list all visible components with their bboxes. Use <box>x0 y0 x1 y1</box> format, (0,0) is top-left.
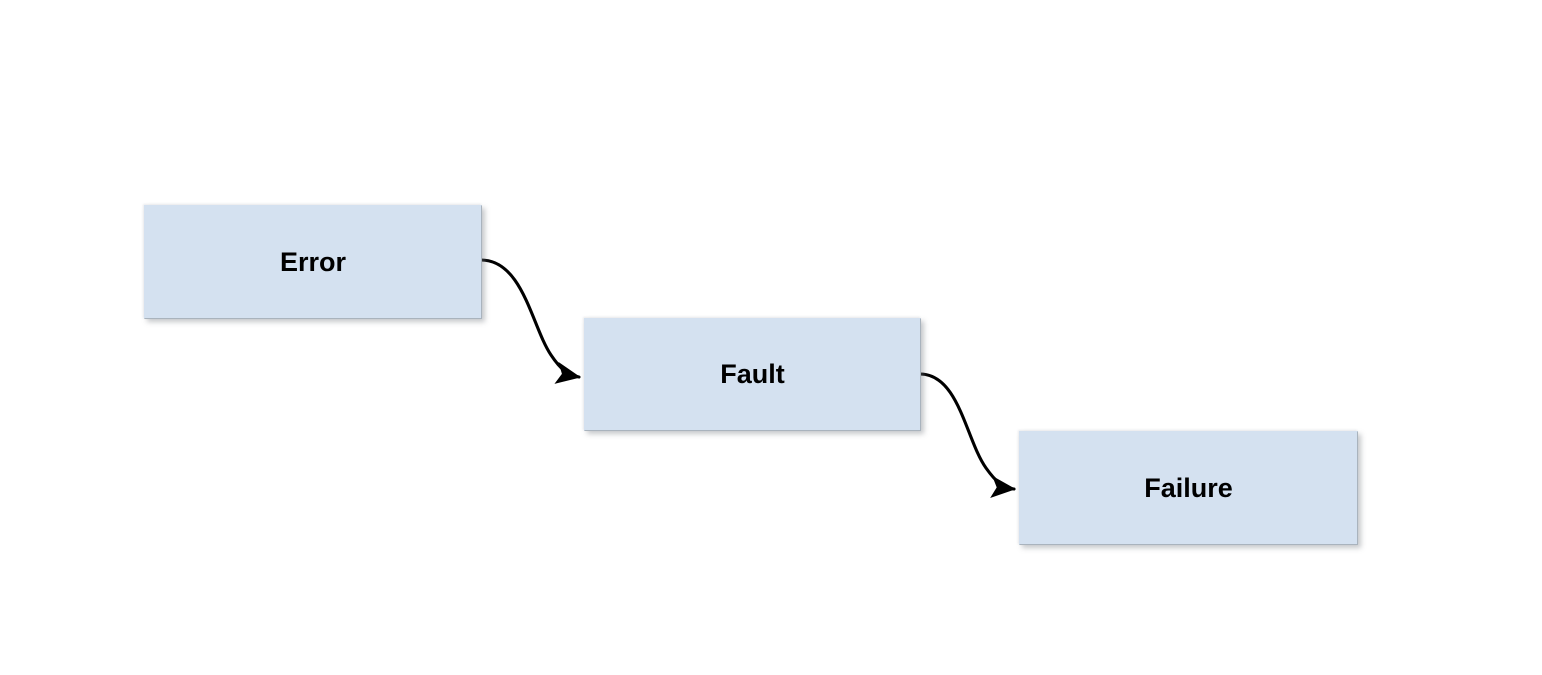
node-failure[interactable]: Failure <box>1019 431 1358 545</box>
node-fault-label: Fault <box>720 359 785 389</box>
node-failure-label: Failure <box>1144 472 1233 503</box>
edge-error-to-fault <box>479 258 581 384</box>
edge-fault-to-failure <box>918 372 1016 499</box>
node-error[interactable]: Error <box>144 205 482 319</box>
node-error-label: Error <box>279 246 347 277</box>
node-fault[interactable]: Fault <box>584 318 921 431</box>
